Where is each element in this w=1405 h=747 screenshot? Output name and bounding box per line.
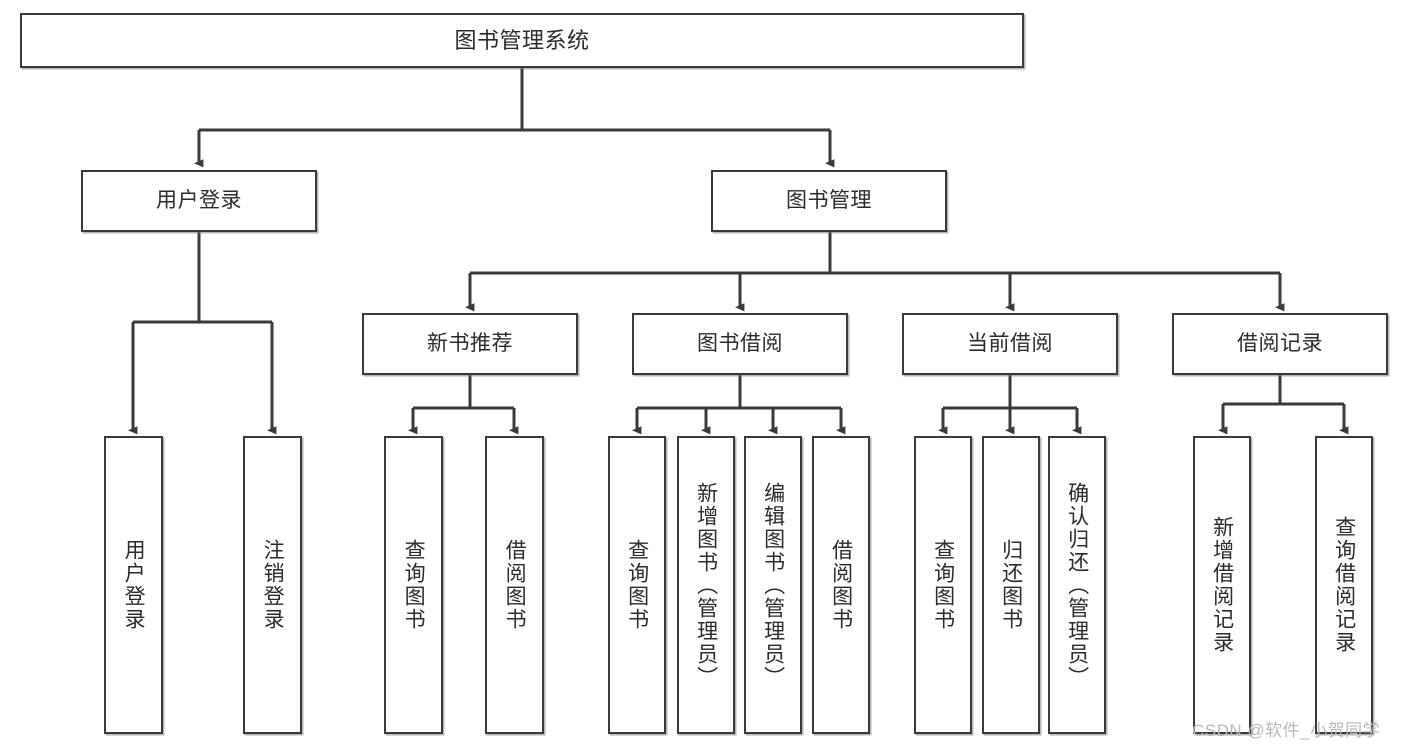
node-book-management[interactable]: 图书管理 bbox=[711, 170, 947, 232]
node-label: 归还图书 bbox=[999, 539, 1023, 631]
node-label: 编辑图书（管理员） bbox=[761, 481, 785, 689]
node-label: 用户登录 bbox=[156, 188, 242, 212]
node-leaf-query-borrow-record[interactable]: 查询借阅记录 bbox=[1315, 436, 1373, 734]
node-leaf-return-book[interactable]: 归还图书 bbox=[982, 436, 1040, 734]
node-label: 新书推荐 bbox=[427, 331, 513, 355]
node-label: 借阅图书 bbox=[829, 539, 853, 631]
node-leaf-add-borrow-record[interactable]: 新增借阅记录 bbox=[1193, 436, 1251, 734]
node-leaf-query-book-borrowing[interactable]: 查询图书 bbox=[608, 436, 666, 734]
node-root-book-management-system[interactable]: 图书管理系统 bbox=[20, 13, 1024, 68]
node-leaf-confirm-return-admin[interactable]: 确认归还（管理员） bbox=[1048, 436, 1106, 734]
node-user-login[interactable]: 用户登录 bbox=[81, 170, 317, 232]
node-label: 新增图书（管理员） bbox=[694, 481, 718, 689]
node-borrowing-records[interactable]: 借阅记录 bbox=[1172, 313, 1388, 375]
node-label: 图书管理 bbox=[786, 188, 872, 212]
node-label: 用户登录 bbox=[122, 539, 146, 631]
node-label: 借阅记录 bbox=[1237, 331, 1323, 355]
node-label: 借阅图书 bbox=[503, 539, 527, 631]
node-label: 查询图书 bbox=[931, 539, 955, 631]
node-leaf-user-login[interactable]: 用户登录 bbox=[104, 436, 163, 734]
csdn-watermark: CSDN @软件_小贺同学 bbox=[1192, 721, 1381, 740]
node-label: 查询图书 bbox=[625, 539, 649, 631]
node-book-borrowing[interactable]: 图书借阅 bbox=[632, 313, 848, 375]
node-leaf-borrow-book-recommend[interactable]: 借阅图书 bbox=[485, 436, 544, 734]
node-leaf-query-book-recommend[interactable]: 查询图书 bbox=[384, 436, 443, 734]
node-new-book-recommendation[interactable]: 新书推荐 bbox=[362, 313, 578, 375]
node-leaf-query-book-current[interactable]: 查询图书 bbox=[914, 436, 972, 734]
node-current-borrowing[interactable]: 当前借阅 bbox=[902, 313, 1118, 375]
node-leaf-borrow-book[interactable]: 借阅图书 bbox=[812, 436, 870, 734]
node-label: 图书借阅 bbox=[697, 331, 783, 355]
node-label: 查询借阅记录 bbox=[1332, 516, 1356, 654]
node-label: 确认归还（管理员） bbox=[1065, 481, 1089, 689]
node-label: 查询图书 bbox=[402, 539, 426, 631]
node-label: 注销登录 bbox=[261, 539, 285, 631]
node-label: 新增借阅记录 bbox=[1210, 516, 1234, 654]
node-leaf-logout[interactable]: 注销登录 bbox=[243, 436, 302, 734]
node-label: 当前借阅 bbox=[967, 331, 1053, 355]
node-leaf-edit-book-admin[interactable]: 编辑图书（管理员） bbox=[744, 436, 802, 734]
node-label: 图书管理系统 bbox=[454, 27, 590, 53]
node-leaf-add-book-admin[interactable]: 新增图书（管理员） bbox=[677, 436, 735, 734]
